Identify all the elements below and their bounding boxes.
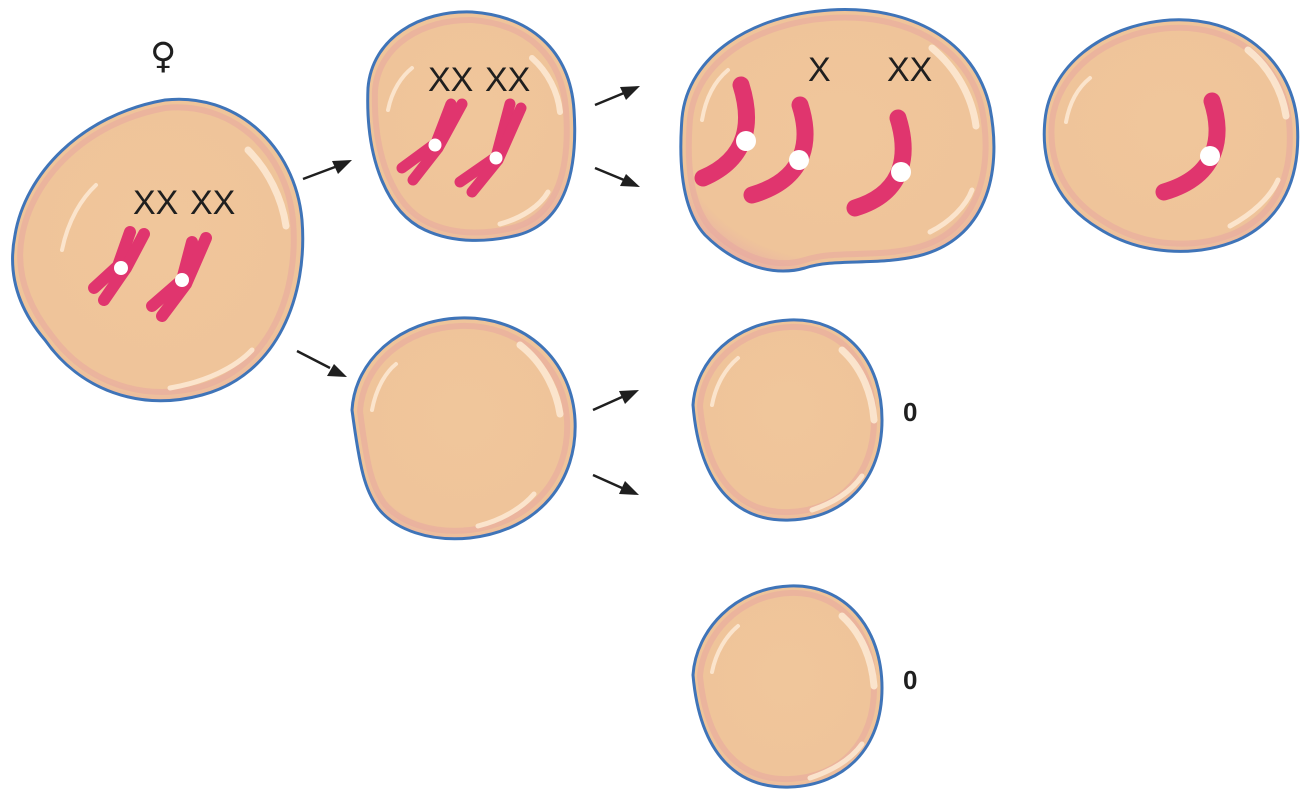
arrow-parent-to-bottom (296, 349, 347, 377)
gamete-pair-xx-label: XX (887, 51, 932, 89)
gamete-chromatid-1 (694, 76, 756, 187)
right-cell-single-chromosome (1042, 18, 1300, 253)
arrow-top-to-gamete-lower (594, 166, 640, 187)
right-cell-chromatid (1155, 92, 1226, 201)
chromosome-pair-right (146, 232, 212, 322)
empty-gamete-upper-zero-label: 0 (903, 397, 917, 427)
empty-gamete-upper (691, 318, 884, 522)
arrow-bottom-to-gamete-lower (592, 473, 639, 495)
arrow-top-to-gamete-upper (594, 86, 640, 107)
gamete-chromatid-2 (743, 96, 814, 204)
top-cell-chromosome-right (454, 98, 527, 198)
top-cell-left-xx-label: XX (428, 61, 473, 99)
gamete-single-x-label: X (808, 51, 831, 89)
gamete-chromatid-3 (846, 109, 912, 217)
gamete-cell-large: X XX (679, 8, 996, 273)
bottom-secondary-cell (350, 316, 577, 541)
empty-gamete-lower (691, 584, 884, 789)
female-symbol: ♀ (150, 36, 176, 77)
top-cell-chromosome-left (396, 98, 468, 186)
top-secondary-cell: XX XX (366, 10, 577, 242)
chromosome-pair-left (88, 226, 150, 306)
arrow-parent-to-top (302, 160, 352, 181)
parent-left-xx-label: XX (133, 184, 178, 222)
parent-right-xx-label: XX (190, 184, 235, 222)
top-cell-right-xx-label: XX (485, 61, 530, 99)
arrow-bottom-to-gamete-upper (592, 390, 639, 412)
parent-cell: XX XX (11, 97, 305, 403)
empty-gamete-lower-zero-label: 0 (903, 665, 917, 695)
